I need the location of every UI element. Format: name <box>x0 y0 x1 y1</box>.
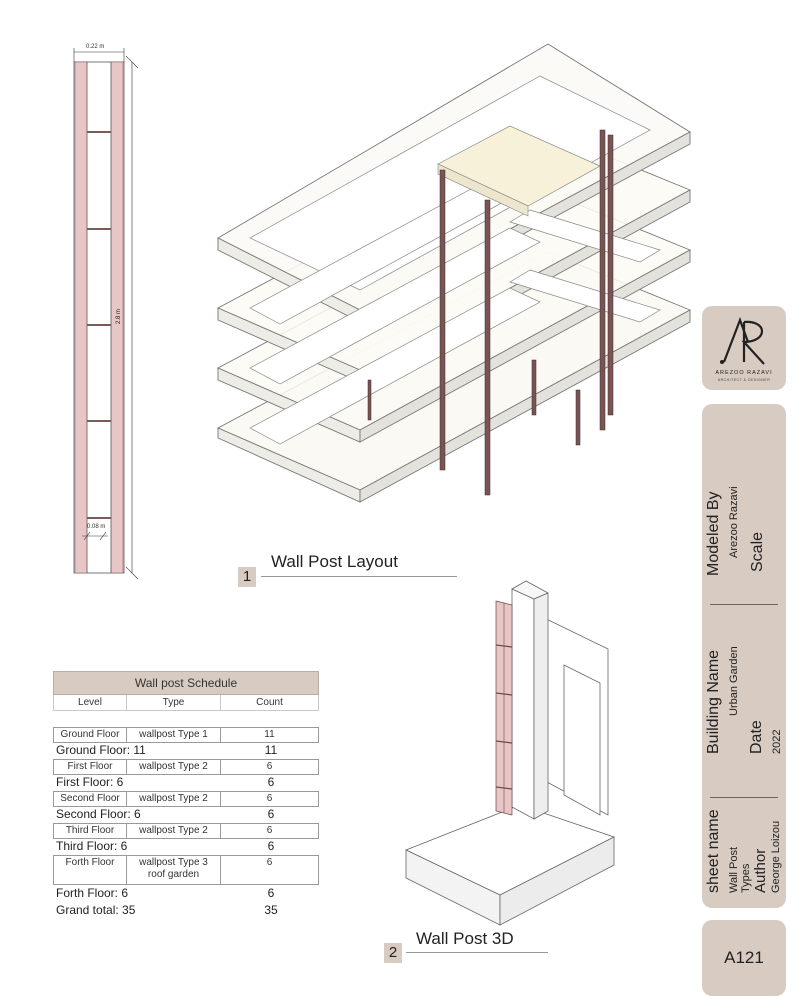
view2-number: 2 <box>384 943 402 963</box>
subtotal-count: 6 <box>267 839 275 853</box>
top-width-dimension: 0.22 m <box>86 44 105 50</box>
header-type: Type <box>127 695 221 710</box>
table-row: First Floor wallpost Type 2 6 <box>53 759 319 775</box>
subtotal-row: Third Floor: 6 6 <box>56 839 319 853</box>
cell-type: wallpost Type 2 <box>127 824 221 838</box>
cell-level: Third Floor <box>54 824 127 838</box>
subtotal-row: Ground Floor: 11 11 <box>56 743 319 757</box>
subtotal-label: Forth Floor: 6 <box>56 886 129 900</box>
logo-panel: AREZOO RAZAVI ARCHITECT & DESIGNER <box>702 306 786 390</box>
subtotal-label: First Floor: 6 <box>56 775 124 789</box>
date-value: 2022 <box>771 729 783 754</box>
wall-post-layout-drawing <box>216 43 692 503</box>
cell-count: 11 <box>264 729 275 740</box>
divider-1 <box>710 604 778 605</box>
table-row: Ground Floor wallpost Type 1 11 <box>53 727 319 743</box>
cell-count: 6 <box>266 761 273 772</box>
scale-label: Scale <box>749 531 766 572</box>
view1-title: Wall Post Layout <box>271 552 398 571</box>
cell-type: wallpost Type 2 <box>127 760 221 774</box>
view1-number: 1 <box>238 567 256 587</box>
title-block-panel <box>702 404 786 908</box>
subtotal-row: Forth Floor: 6 6 <box>56 886 319 900</box>
date-label: Date <box>748 720 765 754</box>
post-width-dimension: 0.08 m <box>87 524 106 530</box>
modeled-by-label: Modeled By <box>705 491 722 577</box>
building-name-label: Building Name <box>705 649 722 754</box>
sheet-name-value-1: Wall Post <box>728 846 740 893</box>
author-value: George Loizou <box>770 820 782 893</box>
table-row: Third Floor wallpost Type 2 6 <box>53 823 319 839</box>
cell-count: 6 <box>266 825 273 836</box>
wall-post-elevation <box>73 48 139 580</box>
logo-icon <box>720 316 765 365</box>
sheet-number: A121 <box>724 948 764 967</box>
cell-level: Ground Floor <box>54 728 127 742</box>
subtotal-row: Second Floor: 6 6 <box>56 807 319 821</box>
view2-title: Wall Post 3D <box>416 929 514 948</box>
view2-title-underline <box>406 952 548 953</box>
cell-level: First Floor <box>54 760 127 774</box>
wall-post-3d-drawing <box>404 580 616 926</box>
height-dimension: 2.8 m <box>116 308 122 324</box>
cell-level: Forth Floor <box>54 856 127 884</box>
sheet-name-value-2: Types <box>740 863 752 893</box>
cell-type: wallpost Type 3 roof garden <box>127 856 221 884</box>
logo-tagline: ARCHITECT & DESIGNER <box>717 378 771 382</box>
grand-total-label: Grand total: 35 <box>56 903 136 917</box>
header-count: Count <box>256 697 283 708</box>
table-row: Forth Floor wallpost Type 3 roof garden … <box>53 855 319 885</box>
building-name-value: Urban Garden <box>728 646 740 716</box>
table-row: Second Floor wallpost Type 2 6 <box>53 791 319 807</box>
grand-total-row: Grand total: 35 35 <box>56 903 319 917</box>
header-level: Level <box>54 695 127 710</box>
cell-count: 6 <box>266 857 273 868</box>
cell-level: Second Floor <box>54 792 127 806</box>
subtotal-row: First Floor: 6 6 <box>56 775 319 789</box>
subtotal-label: Third Floor: 6 <box>56 839 128 853</box>
logo-name: AREZOO RAZAVI <box>715 370 773 376</box>
schedule-header-row: Level Type Count <box>53 695 319 711</box>
wall-post-schedule: Wall post Schedule Level Type Count Grou… <box>53 671 319 917</box>
sheet-number-panel: A121 <box>702 920 786 996</box>
schedule-title: Wall post Schedule <box>53 671 319 695</box>
cell-type: wallpost Type 2 <box>127 792 221 806</box>
grand-total-count: 35 <box>264 903 278 917</box>
sheet-name-label: sheet name <box>705 809 722 893</box>
cell-count: 6 <box>266 793 273 804</box>
subtotal-count: 6 <box>267 807 275 821</box>
subtotal-count: 6 <box>267 886 275 900</box>
subtotal-count: 6 <box>267 775 275 789</box>
cell-type: wallpost Type 1 <box>127 728 221 742</box>
view1-title-underline <box>261 576 457 577</box>
subtotal-label: Ground Floor: 11 <box>56 743 146 757</box>
divider-2 <box>710 797 778 798</box>
modeled-by-value: Arezoo Razavi <box>728 486 740 558</box>
subtotal-label: Second Floor: 6 <box>56 807 141 821</box>
subtotal-count: 11 <box>264 743 278 757</box>
author-label: Author <box>752 848 769 893</box>
